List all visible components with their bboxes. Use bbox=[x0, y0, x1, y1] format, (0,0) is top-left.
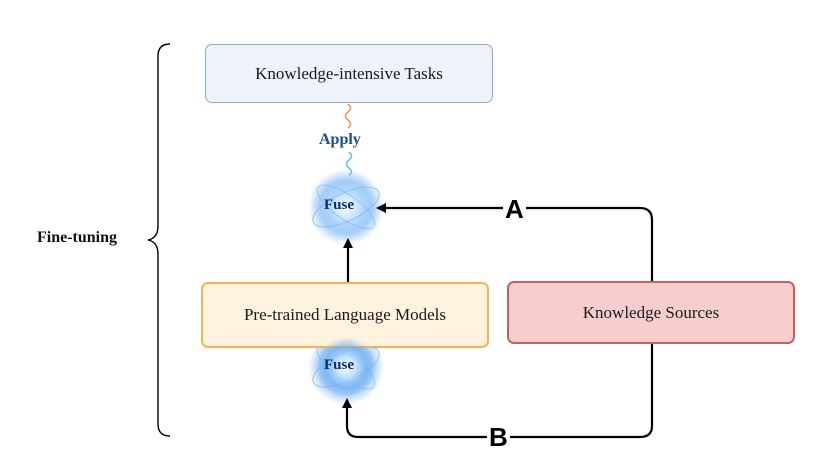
fine-tuning-brace bbox=[147, 43, 171, 437]
path-a-label: A bbox=[503, 194, 526, 224]
fine-tuning-label: Fine-tuning bbox=[37, 229, 118, 246]
fuse-top-glow bbox=[308, 169, 384, 245]
path-a-arrow bbox=[376, 203, 654, 281]
pretrained-language-models-box: Pre-trained Language Models bbox=[201, 282, 489, 348]
fuse-top-label: Fuse bbox=[324, 197, 354, 213]
knowledge-intensive-tasks-box: Knowledge-intensive Tasks bbox=[205, 44, 493, 103]
fuse-bottom-label: Fuse bbox=[324, 357, 354, 373]
knowledge-sources-box: Knowledge Sources bbox=[507, 281, 795, 344]
knowledge-sources-label: Knowledge Sources bbox=[582, 302, 720, 322]
apply-label: Apply bbox=[319, 131, 361, 148]
pretrained-language-models-label: Pre-trained Language Models bbox=[243, 305, 447, 324]
knowledge-intensive-tasks-label: Knowledge-intensive Tasks bbox=[255, 63, 443, 83]
apply-wave-line bbox=[344, 103, 352, 129]
path-b-label: B bbox=[487, 422, 510, 452]
